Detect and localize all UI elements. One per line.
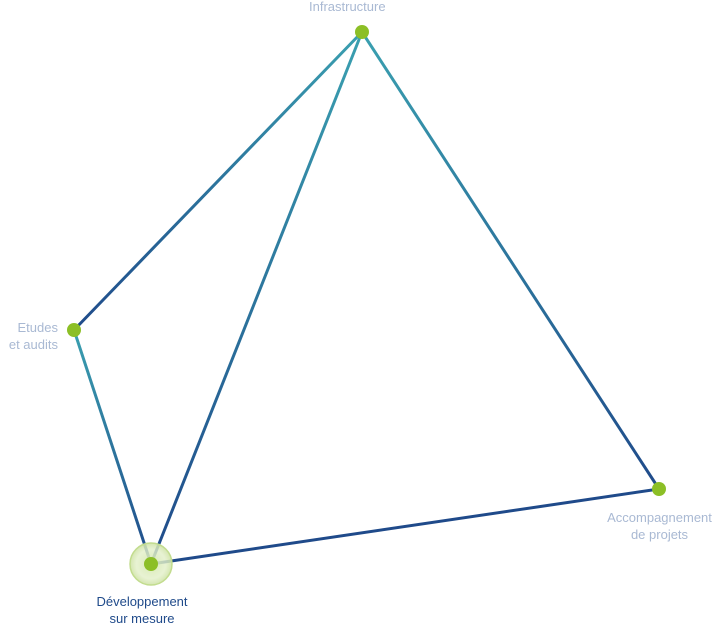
- edge-etudes-developpement: [72, 329, 153, 565]
- node-developpement[interactable]: [144, 557, 158, 571]
- label-developpement-line-2: sur mesure: [109, 611, 175, 624]
- edge-infrastructure-developpement: [149, 31, 364, 565]
- label-accompagnement-line-2: de projets: [630, 527, 689, 542]
- node-accompagnement[interactable]: [652, 482, 666, 496]
- label-developpement[interactable]: Développement sur mesure: [78, 593, 206, 624]
- node-etudes[interactable]: [67, 323, 81, 337]
- label-etudes[interactable]: Etudes et audits: [0, 319, 58, 353]
- label-infrastructure[interactable]: Infrastructure: [309, 0, 386, 15]
- node-infrastructure[interactable]: [355, 25, 369, 39]
- label-accompagnement[interactable]: Accompagnement de projets: [593, 509, 726, 543]
- label-infrastructure-line-1: Infrastructure: [309, 0, 386, 14]
- label-etudes-line-1: Etudes: [17, 320, 58, 335]
- edge-infrastructure-accompagnement: [360, 31, 661, 490]
- label-etudes-line-2: et audits: [8, 337, 58, 352]
- label-developpement-line-1: Développement: [96, 594, 188, 609]
- edge-developpement-accompagnement: [150, 487, 660, 566]
- edge-infrastructure-etudes: [72, 30, 364, 332]
- label-accompagnement-line-1: Accompagnement: [607, 510, 712, 525]
